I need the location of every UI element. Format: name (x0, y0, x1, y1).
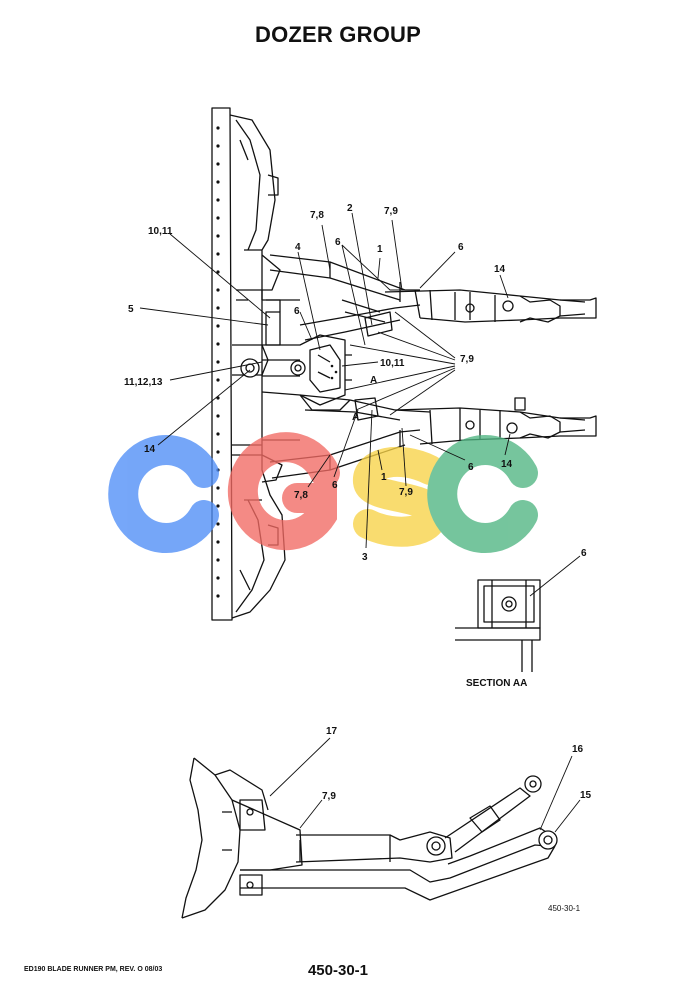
callout-15: 15 (580, 790, 592, 801)
callout-6-right: 6 (458, 242, 464, 253)
watermark-letter-2 (227, 432, 340, 551)
page-title: DOZER GROUP (255, 22, 421, 47)
callout-7-9-top: 7,9 (384, 206, 398, 217)
section-aa-label: SECTION AA (466, 678, 528, 689)
callout-7-8-top: 7,8 (310, 210, 324, 221)
callout-6-mid: 6 (294, 306, 300, 317)
upper-push-arm (269, 254, 597, 341)
watermark-letter-4 (427, 435, 538, 553)
callout-1-lower: 1 (381, 472, 387, 483)
figure-reference: 450-30-1 (548, 904, 581, 913)
callout-1-top: 1 (377, 244, 383, 255)
watermark-letter-3 (353, 446, 447, 547)
callout-6-lower: 6 (332, 480, 338, 491)
callout-10-11-left: 10,11 (148, 226, 173, 237)
callout-11-12-13: 11,12,13 (124, 377, 163, 388)
section-aa-view (455, 579, 541, 672)
dozer-side-view (181, 757, 558, 919)
callout-2: 2 (347, 203, 353, 214)
callout-a-top: A (370, 375, 377, 386)
blade-bolt-holes (216, 126, 220, 598)
callout-7-9-side: 7,9 (322, 791, 336, 802)
callout-7-9-right: 7,9 (460, 354, 474, 365)
callout-14-left: 14 (144, 444, 156, 455)
callout-6-section: 6 (581, 548, 587, 559)
callout-6-lower-right: 6 (468, 462, 474, 473)
watermark (108, 432, 538, 553)
callout-14-lower: 14 (501, 459, 513, 470)
center-pivot-assembly (240, 299, 352, 411)
footer-page-number: 450-30-1 (307, 962, 369, 979)
callout-7-9-lower: 7,9 (399, 487, 413, 498)
leader-lines (139, 212, 581, 833)
callout-10-11-mid: 10,11 (380, 358, 405, 369)
callout-5: 5 (128, 304, 134, 315)
watermark-letter-1 (108, 435, 219, 553)
callout-17: 17 (326, 726, 338, 737)
callout-7-8-lower: 7,8 (294, 490, 308, 501)
callout-a-bottom: A (352, 412, 359, 423)
callout-3: 3 (362, 552, 368, 563)
callout-16: 16 (572, 744, 584, 755)
callout-14-top: 14 (494, 264, 506, 275)
footer-document-info: ED190 BLADE RUNNER PM, REV. O 08/03 (24, 966, 163, 973)
callout-4: 4 (295, 242, 301, 253)
callout-6-top: 6 (335, 237, 341, 248)
